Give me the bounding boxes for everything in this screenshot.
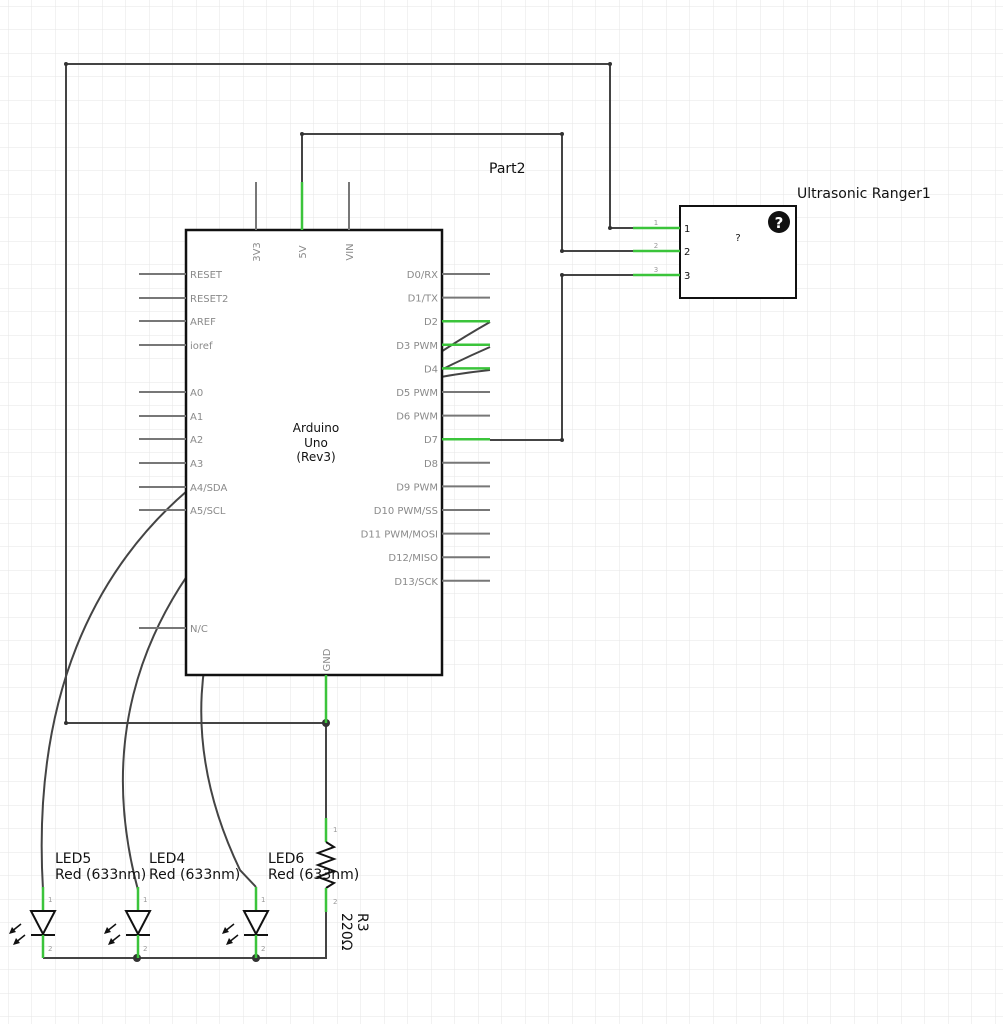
wire-gnd-to-ranger-pin1[interactable] (65, 63, 633, 724)
wire-bend-dot (608, 226, 612, 230)
wire-bend-dot (64, 62, 68, 66)
wire-d7-to-ranger-pin3[interactable] (490, 274, 633, 441)
led-pin-num: 1 (143, 896, 147, 904)
pin-label-left: N/C (190, 624, 208, 635)
diode-symbol (242, 910, 270, 937)
led-name: LED5 (55, 851, 91, 867)
pin-label-left: A4/SDA (190, 483, 227, 494)
wire-bend-dot (560, 132, 564, 136)
arduino-name-line: Arduino (293, 421, 339, 435)
led-name: LED4 (149, 851, 185, 867)
ranger-pin-num: 2 (654, 242, 658, 250)
led-desc: Red (633nm) (55, 867, 146, 883)
pin-label-left: RESET (190, 270, 223, 281)
svg-text:?: ? (775, 214, 784, 232)
pin-label: 3V3 (252, 242, 263, 262)
wire-bend-dot (560, 438, 564, 442)
diode-symbol (124, 910, 152, 937)
resistor-name: R3 (354, 913, 370, 932)
pin-label-left: AREF (190, 317, 216, 328)
resistor-pin-num: 1 (333, 826, 337, 834)
pin-label-right: D12/MISO (388, 553, 438, 564)
pin-label-right: D8 (424, 459, 438, 470)
pin-label-left: A3 (190, 459, 203, 470)
part2-label: Part2 (489, 161, 526, 177)
pin-label-right: D10 PWM/SS (374, 506, 438, 517)
ranger-pin-num: 3 (654, 266, 658, 274)
pin-label: 5V (298, 245, 309, 258)
diode-symbol (29, 910, 57, 937)
pin-label-right: D13/SCK (394, 577, 438, 588)
light-emission-icon (222, 923, 239, 945)
pin-label: VIN (345, 243, 356, 260)
ranger-pin-label: 2 (684, 247, 690, 258)
resistor-value: 220Ω (338, 913, 354, 951)
pin-label-right: D9 PWM (396, 482, 438, 493)
ranger-pin-num: 1 (654, 219, 658, 227)
pin-label-right: D0/RX (407, 270, 438, 281)
pin-label-right: D1/TX (408, 294, 439, 305)
ranger-label: Ultrasonic Ranger1 (797, 186, 931, 202)
resistor-zigzag (315, 841, 337, 889)
led-desc: Red (633nm) (268, 867, 359, 883)
resistor-pin-num: 2 (333, 898, 337, 906)
pin-label-right: D3 PWM (396, 341, 438, 352)
pin-label-right: D7 (424, 435, 438, 446)
arduino-body[interactable] (184, 228, 444, 677)
pin-label-left: ioref (190, 341, 213, 352)
led-name: LED6 (268, 851, 304, 867)
led-pin-num: 2 (143, 945, 147, 953)
question-circle-icon: ? (768, 211, 790, 233)
arduino-uno[interactable]: 3V3 5V VIN RESETRESET2AREFiorefA0A1A2A3A… (139, 182, 490, 723)
led-pin-num: 1 (261, 896, 265, 904)
ranger-pin-label: 1 (684, 224, 690, 235)
pin-label-left: A1 (190, 412, 203, 423)
light-emission-icon (104, 923, 121, 945)
light-emission-icon (9, 923, 26, 945)
pin-label-right: D5 PWM (396, 388, 438, 399)
pin-label-right: D6 PWM (396, 412, 438, 423)
ranger-pin-label: 3 (684, 271, 690, 282)
led-pin-num: 1 (48, 896, 52, 904)
pin-label-left: A0 (190, 388, 203, 399)
pin-label-left: RESET2 (190, 294, 228, 305)
arduino-name-line: Uno (304, 436, 328, 450)
led-pin-num: 2 (261, 945, 265, 953)
wire-bend-dot (64, 721, 68, 725)
wire-bend-dot (300, 132, 304, 136)
arduino-name-line: (Rev3) (296, 450, 335, 464)
ranger-unknown-text: ? (735, 233, 740, 244)
wire-bend-dot (608, 62, 612, 66)
pin-label-right: D11 PWM/MOSI (361, 530, 438, 541)
led-desc: Red (633nm) (149, 867, 240, 883)
ultrasonic-ranger[interactable]: Ultrasonic Ranger1 ? ? 1 2 3 1 2 3 (633, 186, 931, 299)
pin-label-left: A2 (190, 435, 203, 446)
pin-label-left: A5/SCL (190, 506, 226, 517)
resistor-r3[interactable]: 1 2 R3 220Ω (315, 818, 370, 951)
pin-label-right: D4 (424, 364, 438, 375)
wire-bend-dot (560, 249, 564, 253)
pin-label-gnd: GND (322, 648, 333, 671)
wire-bend-dot (560, 273, 564, 277)
pin-label-right: D2 (424, 317, 438, 328)
led-pin-num: 2 (48, 945, 52, 953)
